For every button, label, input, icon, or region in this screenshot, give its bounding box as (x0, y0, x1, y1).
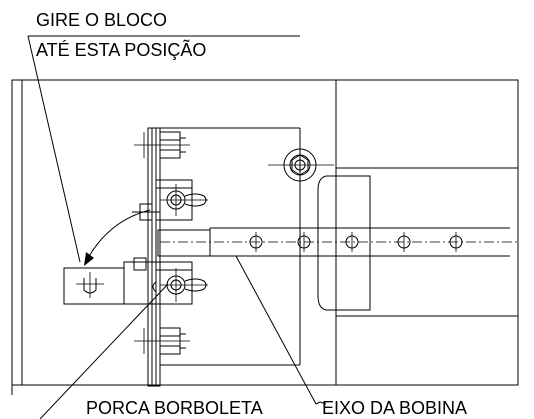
rotation-arrow (84, 209, 151, 266)
mounting-plate (147, 127, 301, 387)
spool-flange (317, 167, 518, 317)
shaft-hole (345, 232, 359, 252)
lower-clamp-block (152, 261, 208, 305)
instruction-leader-line (27, 35, 81, 263)
spool-shaft (157, 227, 518, 257)
shaft-hole (249, 232, 263, 252)
rotated-block (63, 257, 157, 305)
bottom-bolt (134, 327, 190, 355)
bearing-symbol (268, 135, 334, 198)
upper-clamp-block (132, 179, 208, 221)
spool-shaft-leader (235, 255, 317, 405)
instruction-label-line2: ATÉ ESTA POSIÇÃO (36, 39, 206, 60)
top-bolt (134, 131, 190, 159)
shaft-hole (397, 232, 411, 252)
wing-nut-leader (39, 283, 169, 419)
shaft-hole (297, 232, 311, 252)
spool-shaft-leader-hook (315, 401, 327, 405)
wing-nut-label: PORCA BORBOLETA (86, 398, 263, 418)
shaft-hole (449, 232, 463, 252)
instruction-label-line1: GIRE O BLOCO (36, 10, 167, 30)
outer-frame (11, 79, 519, 386)
spool-shaft-label: EIXO DA BOBINA (322, 398, 467, 418)
